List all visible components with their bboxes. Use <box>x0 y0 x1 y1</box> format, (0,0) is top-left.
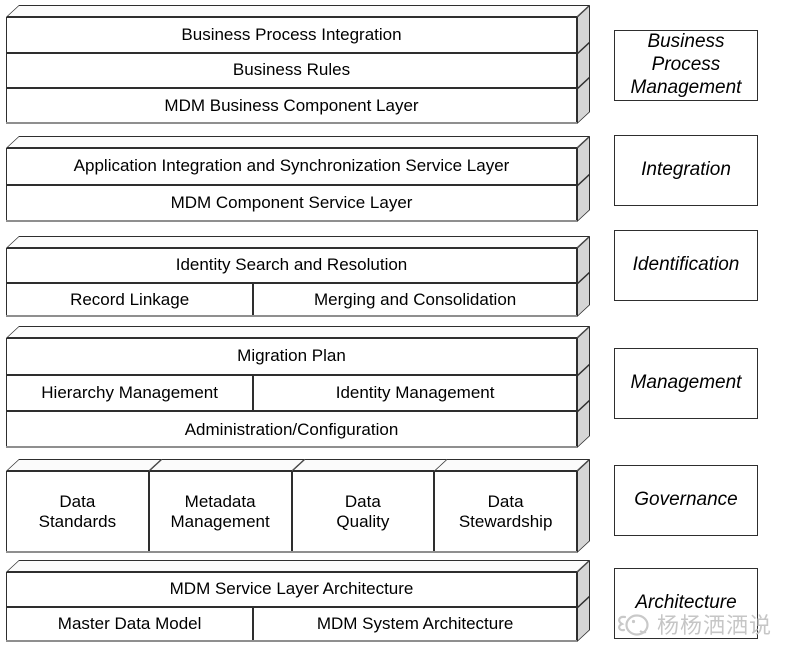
layer-cell: Business Rules <box>6 52 577 89</box>
layer-cell: MDM System Architecture <box>253 607 577 642</box>
layer-row: Business Process Integration <box>6 17 577 53</box>
layer-row: Administration/Configuration <box>6 411 577 449</box>
layer-cell: Identity Management <box>253 374 577 412</box>
box-front-face: Application Integration and Synchronizat… <box>6 148 577 222</box>
category-box-business-process-management: Business Process Management <box>614 30 758 101</box>
box-bottom-edge <box>6 551 577 553</box>
layer-cell: MDM Business Component Layer <box>6 88 577 125</box>
layer-row: MDM Service Layer Architecture <box>6 572 577 607</box>
box-front-face: Metadata Management <box>148 471 292 553</box>
box-top-face <box>6 560 591 572</box>
box-top-face <box>6 236 591 248</box>
box-top-face <box>148 459 305 471</box>
category-box-management: Management <box>614 348 758 419</box>
box-side-face <box>577 459 590 553</box>
box-bottom-edge <box>6 315 577 317</box>
box-top-face <box>6 326 591 338</box>
layer-cell: Metadata Management <box>148 471 292 553</box>
box-side-face <box>577 136 590 222</box>
layer-group-integration: Application Integration and Synchronizat… <box>6 136 591 222</box>
layer-cell: Migration Plan <box>6 338 577 375</box>
layer-cell: Data Standards <box>6 471 149 553</box>
box-top-face <box>434 459 591 471</box>
box-front-face: Data Quality <box>291 471 435 553</box>
box-front-face: Data Stewardship <box>434 471 577 553</box>
box-side-face <box>577 236 590 317</box>
box-side-face <box>577 560 590 642</box>
box-top-face <box>291 459 448 471</box>
category-box-architecture: Architecture <box>614 568 758 639</box>
box-top-face <box>6 459 162 471</box>
category-box-integration: Integration <box>614 135 758 206</box>
layer-cell: Data Stewardship <box>434 471 577 553</box>
layer-cell: Application Integration and Synchronizat… <box>6 148 577 185</box>
layer-row: Data Stewardship <box>434 471 577 553</box>
layer-cell: Master Data Model <box>6 607 254 642</box>
governance-box: Metadata Management <box>148 459 305 553</box>
category-box-identification: Identification <box>614 230 758 301</box>
layer-cell: Data Quality <box>291 471 435 553</box>
box-side-separator <box>577 76 590 90</box>
layer-cell: Hierarchy Management <box>6 374 254 412</box>
layer-row: Identity Search and Resolution <box>6 248 577 283</box>
governance-box: Data Stewardship <box>434 459 591 553</box>
box-side-separator <box>577 363 590 377</box>
box-bottom-edge <box>6 446 577 448</box>
box-bottom-edge <box>6 220 577 222</box>
box-side-face <box>577 326 590 448</box>
layer-cell: Administration/Configuration <box>6 411 577 449</box>
box-side-separator <box>577 595 590 609</box>
layer-cell: MDM Component Service Layer <box>6 185 577 222</box>
layer-row: Metadata Management <box>148 471 292 553</box>
governance-box: Data Quality <box>291 459 448 553</box>
box-bottom-edge <box>6 122 577 124</box>
box-side-face <box>577 5 590 125</box>
box-top-face <box>6 5 591 17</box>
layer-row: Application Integration and Synchronizat… <box>6 148 577 185</box>
layer-cell: Business Process Integration <box>6 17 577 53</box>
box-top-face <box>6 136 591 148</box>
governance-box: Data Standards <box>6 459 162 553</box>
layer-row: Migration Plan <box>6 338 577 375</box>
layer-row: Data Standards <box>6 471 149 553</box>
box-side-separator <box>577 399 590 413</box>
layer-row: MDM Component Service Layer <box>6 185 577 222</box>
layer-cell: MDM Service Layer Architecture <box>6 572 577 607</box>
layer-row: Data Quality <box>291 471 435 553</box>
layer-cell: Record Linkage <box>6 282 254 317</box>
category-box-governance: Governance <box>614 465 758 536</box>
layer-cell: Merging and Consolidation <box>253 282 577 317</box>
box-side-separator <box>577 173 590 187</box>
box-side-separator <box>577 271 590 285</box>
box-front-face: Data Standards <box>6 471 149 553</box>
box-bottom-edge <box>6 640 577 642</box>
layer-cell: Identity Search and Resolution <box>6 248 577 283</box>
box-side-separator <box>577 41 590 55</box>
layer-row: MDM Business Component Layer <box>6 88 577 125</box>
layer-row: Business Rules <box>6 52 577 89</box>
